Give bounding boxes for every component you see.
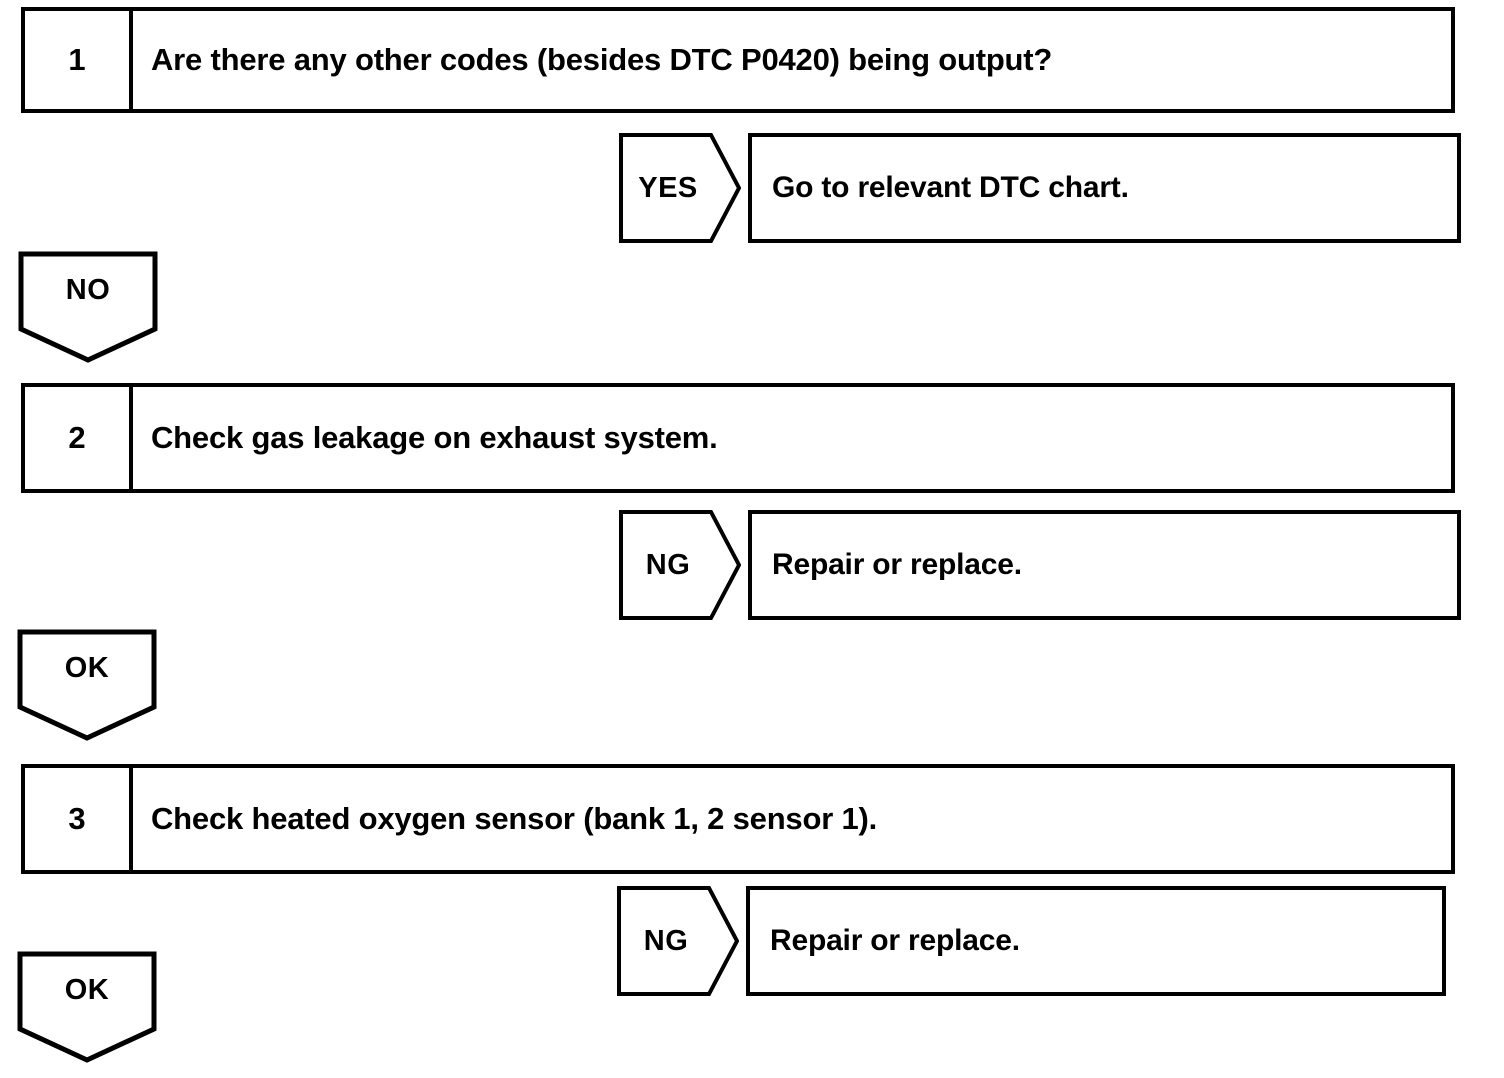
- flow-arrow-ok-2: OK: [17, 951, 157, 1063]
- result-box-ng-2: Repair or replace.: [746, 886, 1446, 996]
- result-box-ng-1: Repair or replace.: [748, 510, 1461, 620]
- chevron-ng-1-icon: NG: [619, 510, 741, 620]
- branch-yes: YES Go to relevant DTC chart.: [619, 133, 1461, 243]
- step-number-1: 1: [25, 11, 133, 109]
- chevron-ng-2-icon: NG: [617, 886, 739, 996]
- flow-arrow-no-label: NO: [65, 273, 111, 306]
- step-text-3: Check heated oxygen sensor (bank 1, 2 se…: [151, 801, 878, 836]
- step-text-1: Are there any other codes (besides DTC P…: [151, 42, 1053, 77]
- flow-arrow-ok-2-label: OK: [64, 973, 110, 1006]
- chevron-yes-icon: YES: [619, 133, 741, 243]
- branch-ng-1: NG Repair or replace.: [619, 510, 1461, 620]
- step-number-3: 3: [25, 768, 133, 870]
- chevron-ng-2-label: NG: [643, 924, 689, 957]
- step-row-3: 3 Check heated oxygen sensor (bank 1, 2 …: [21, 764, 1455, 874]
- step-row-2: 2 Check gas leakage on exhaust system.: [21, 383, 1455, 493]
- flow-arrow-no: NO: [18, 251, 158, 363]
- step-text-2: Check gas leakage on exhaust system.: [151, 420, 718, 455]
- step-number-2: 2: [25, 387, 133, 489]
- flow-arrow-ok-1: OK: [17, 629, 157, 741]
- step-row-1: 1 Are there any other codes (besides DTC…: [21, 7, 1455, 113]
- chevron-yes-label: YES: [638, 171, 698, 204]
- flow-arrow-ok-1-label: OK: [64, 651, 110, 684]
- result-box-yes: Go to relevant DTC chart.: [748, 133, 1461, 243]
- branch-ng-2: NG Repair or replace.: [617, 886, 1446, 996]
- chevron-ng-1-label: NG: [645, 548, 691, 581]
